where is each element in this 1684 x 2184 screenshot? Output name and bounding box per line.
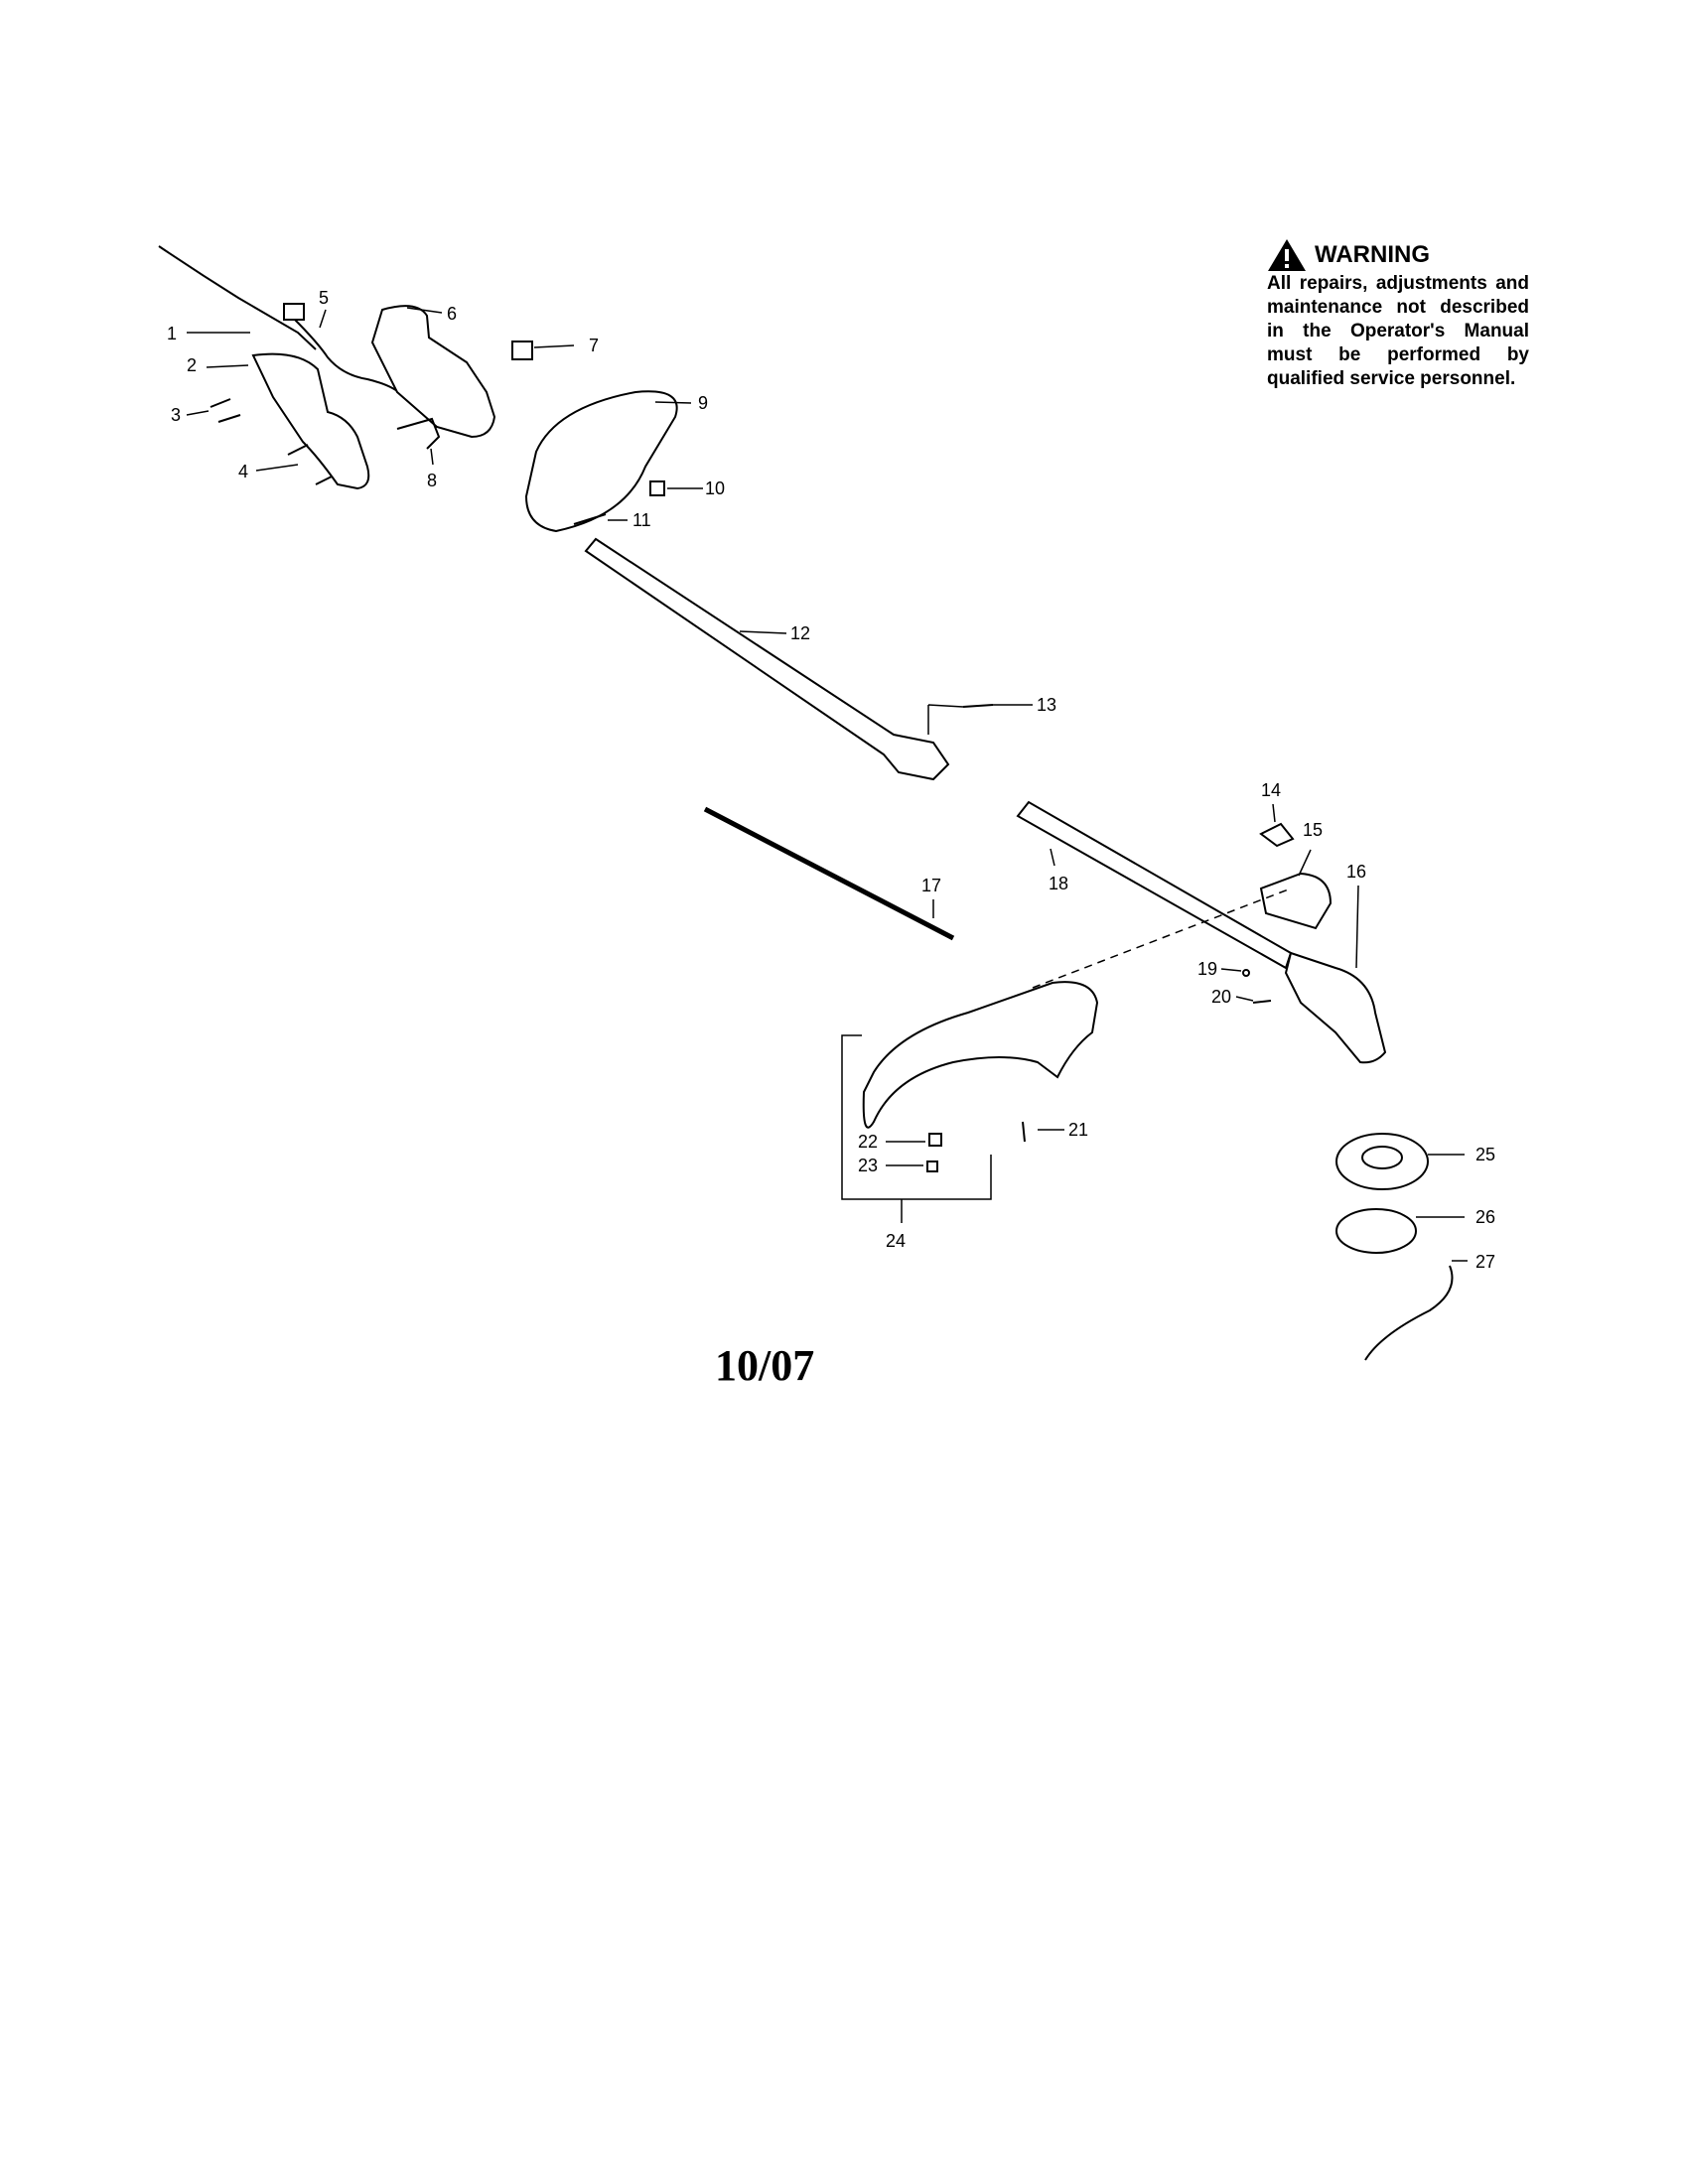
warning-triangle-icon — [1268, 239, 1306, 271]
screw-19 — [1242, 969, 1250, 977]
callout-20: 20 — [1211, 987, 1231, 1007]
callout-16: 16 — [1346, 862, 1366, 882]
screw-4a — [287, 444, 309, 456]
gear-head — [1284, 951, 1387, 1064]
wing-nut-10 — [649, 480, 665, 496]
shield-bracket — [1259, 872, 1333, 930]
callout-22: 22 — [858, 1132, 878, 1152]
screw-21 — [1022, 1121, 1026, 1143]
leader-15 — [1298, 849, 1312, 877]
leader-3 — [186, 410, 210, 416]
screw-13 — [962, 704, 994, 708]
upper-shaft — [584, 537, 950, 781]
callout-23: 23 — [858, 1156, 878, 1175]
spool-housing — [1335, 1133, 1429, 1190]
switch-connector — [283, 303, 305, 321]
leader-13b — [927, 704, 964, 735]
leader-20 — [1235, 996, 1254, 1002]
leader-12 — [739, 630, 787, 634]
leader-2 — [206, 364, 249, 368]
leader-7 — [533, 344, 575, 348]
callout-3: 3 — [171, 405, 181, 425]
warning-title: WARNING — [1315, 241, 1430, 268]
callout-18: 18 — [1049, 874, 1068, 893]
callout-17: 17 — [921, 876, 941, 895]
screw-3a — [210, 398, 231, 408]
right-handle-housing — [370, 305, 496, 439]
callout-21: 21 — [1068, 1120, 1088, 1140]
callout-25: 25 — [1475, 1145, 1495, 1164]
revision-date: 10/07 — [715, 1341, 815, 1390]
wing-nut-14 — [1259, 822, 1295, 848]
callout-24: 24 — [886, 1231, 906, 1251]
callout-11: 11 — [632, 510, 651, 530]
callout-19: 19 — [1197, 959, 1217, 979]
grass-shield — [862, 981, 1099, 1129]
callout-5: 5 — [319, 288, 329, 308]
callout-26: 26 — [1475, 1207, 1495, 1227]
clip-22 — [928, 1133, 942, 1147]
callout-27: 27 — [1475, 1252, 1495, 1272]
leader-19 — [1220, 968, 1242, 972]
throttle-trigger — [396, 417, 441, 450]
callout-6: 6 — [447, 304, 457, 324]
throttle-cable — [158, 245, 317, 350]
wire-harness — [292, 317, 403, 396]
leader-6 — [406, 307, 443, 314]
left-handle-housing — [251, 352, 370, 490]
callout-8: 8 — [427, 471, 437, 490]
auxiliary-handle — [524, 390, 678, 533]
bolt-11 — [573, 513, 607, 525]
spool — [1335, 1208, 1417, 1254]
leader-9 — [654, 401, 692, 404]
callout-15: 15 — [1303, 820, 1323, 840]
drive-shaft — [703, 806, 955, 941]
callout-13: 13 — [1037, 695, 1056, 715]
leader-8 — [430, 448, 434, 466]
leader-4 — [255, 464, 299, 472]
warning-text: All repairs, adjustments and maintenance… — [1267, 273, 1529, 389]
ignition-switch — [511, 341, 533, 360]
callout-1: 1 — [167, 324, 177, 343]
clip-23 — [926, 1160, 938, 1172]
callout-14: 14 — [1261, 780, 1281, 800]
leader-18 — [1050, 848, 1055, 867]
assembly-line — [1032, 887, 1292, 989]
callout-2: 2 — [187, 355, 197, 375]
spool-housing-hub — [1361, 1146, 1403, 1169]
callout-10: 10 — [705, 478, 725, 498]
leader-5 — [319, 309, 327, 329]
screw-3b — [217, 414, 241, 423]
leader-14 — [1272, 803, 1276, 823]
callout-7: 7 — [589, 336, 599, 355]
warning-box: WARNING All repairs, adjustments and mai… — [1267, 238, 1529, 391]
callout-12: 12 — [790, 623, 810, 643]
callout-4: 4 — [238, 462, 248, 481]
screw-20 — [1252, 1000, 1272, 1004]
screw-4b — [315, 476, 333, 485]
warning-header: WARNING — [1267, 238, 1529, 272]
callout-bracket-24 — [841, 1034, 992, 1200]
leader-16 — [1355, 885, 1359, 969]
callout-9: 9 — [698, 393, 708, 413]
trimmer-line — [1364, 1265, 1454, 1361]
